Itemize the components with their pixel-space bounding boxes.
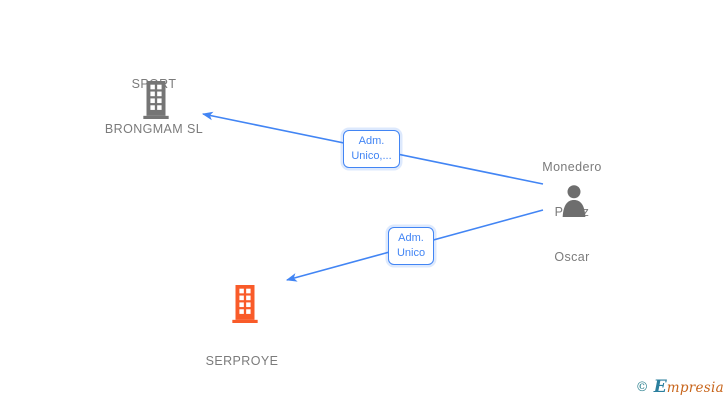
edge-label-adm-unico-sport[interactable]: Adm. Unico,... bbox=[343, 130, 400, 168]
entity-monedero-perez-oscar[interactable] bbox=[559, 184, 589, 217]
person-icon bbox=[559, 184, 589, 217]
entity-label-line: BRONGMAM SL bbox=[104, 122, 204, 136]
edge-label-line: Unico bbox=[396, 247, 426, 259]
edge-label-line: Unico,... bbox=[351, 150, 392, 162]
empresia-watermark: © Empresia bbox=[636, 377, 724, 397]
edge-label-line: Adm. bbox=[398, 232, 424, 244]
edge-label-adm-unico-serproye[interactable]: Adm. Unico bbox=[388, 227, 434, 265]
brand-rest: mpresia bbox=[666, 380, 724, 396]
entity-label-serproye-new-sl: SERPROYE NEW SL bbox=[162, 324, 322, 400]
entity-label-line: SERPROYE bbox=[205, 354, 279, 368]
copyright-icon: © bbox=[635, 380, 649, 395]
entity-label-line: Monedero bbox=[542, 160, 602, 174]
building-icon bbox=[230, 285, 260, 323]
brand-name: Empresia bbox=[653, 377, 724, 397]
entity-label-line: Oscar bbox=[554, 250, 590, 264]
edge-label-line: Adm. bbox=[358, 135, 385, 147]
building-icon bbox=[141, 81, 171, 119]
entity-serproye-new-sl[interactable] bbox=[230, 285, 260, 323]
brand-initial: E bbox=[653, 377, 667, 397]
entity-sport-brongmam-sl[interactable] bbox=[141, 81, 171, 119]
